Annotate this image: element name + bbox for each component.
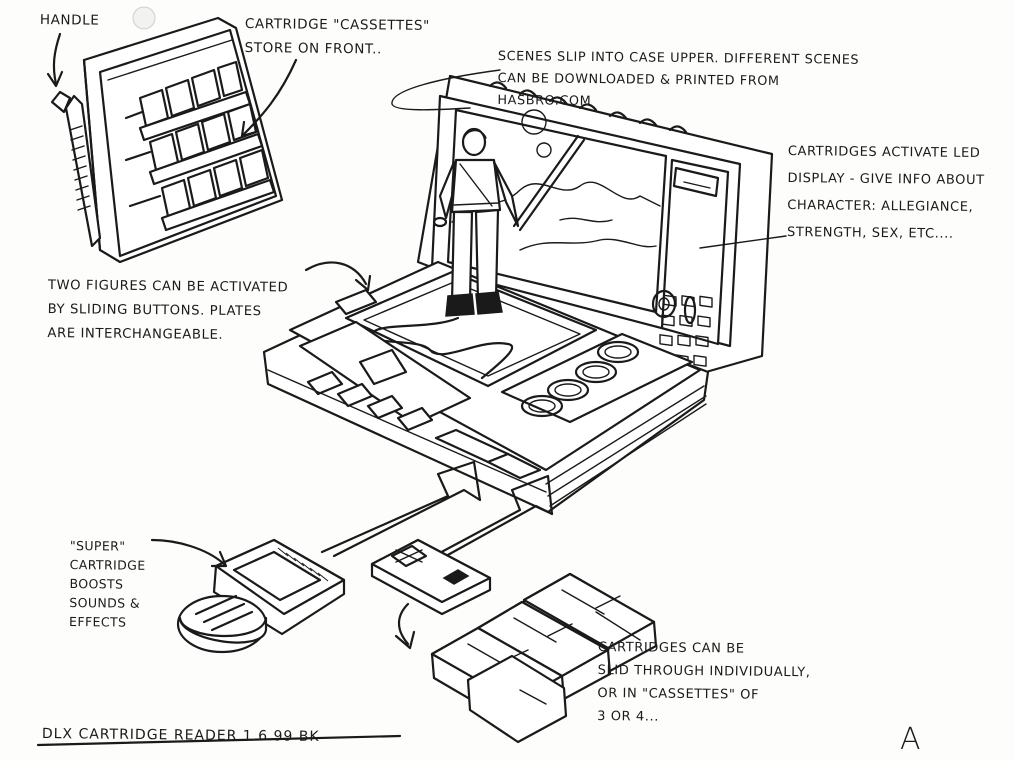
- cartridge-reader-device: [264, 76, 786, 512]
- drawing-caption: DLX CARTRIDGE READER 1.6.99 BK: [41, 725, 320, 745]
- super-cartridge-drawing: [152, 540, 344, 652]
- two-figures-note: TWO FIGURES CAN BE ACTIVATED BY SLIDING …: [47, 277, 289, 343]
- action-figure-drawing: [434, 129, 518, 316]
- cartridge-stack-drawing: [432, 574, 656, 742]
- cassettes-store-note: CARTRIDGE "CASSETTES" STORE ON FRONT..: [244, 15, 431, 58]
- led-display-note: CARTRIDGES ACTIVATE LED DISPLAY - GIVE I…: [786, 143, 985, 242]
- insertion-arrows: [322, 462, 552, 556]
- caption-underline: [38, 736, 400, 745]
- punch-hole: [133, 7, 155, 29]
- single-cartridge-drawing: [372, 540, 490, 648]
- scene-pointer-line: [392, 70, 500, 110]
- scenes-note: SCENES SLIP INTO CASE UPPER. DIFFERENT S…: [497, 48, 860, 109]
- cassette-case-drawing: [48, 18, 296, 262]
- sheet-letter: A: [900, 722, 921, 757]
- super-cartridge-note: "SUPER" CARTRIDGE BOOSTS SOUNDS & EFFECT…: [69, 537, 146, 630]
- handle-label: HANDLE: [39, 11, 100, 29]
- cartridges-slid-note: CARTRIDGES CAN BE SLID THROUGH INDIVIDUA…: [597, 639, 811, 725]
